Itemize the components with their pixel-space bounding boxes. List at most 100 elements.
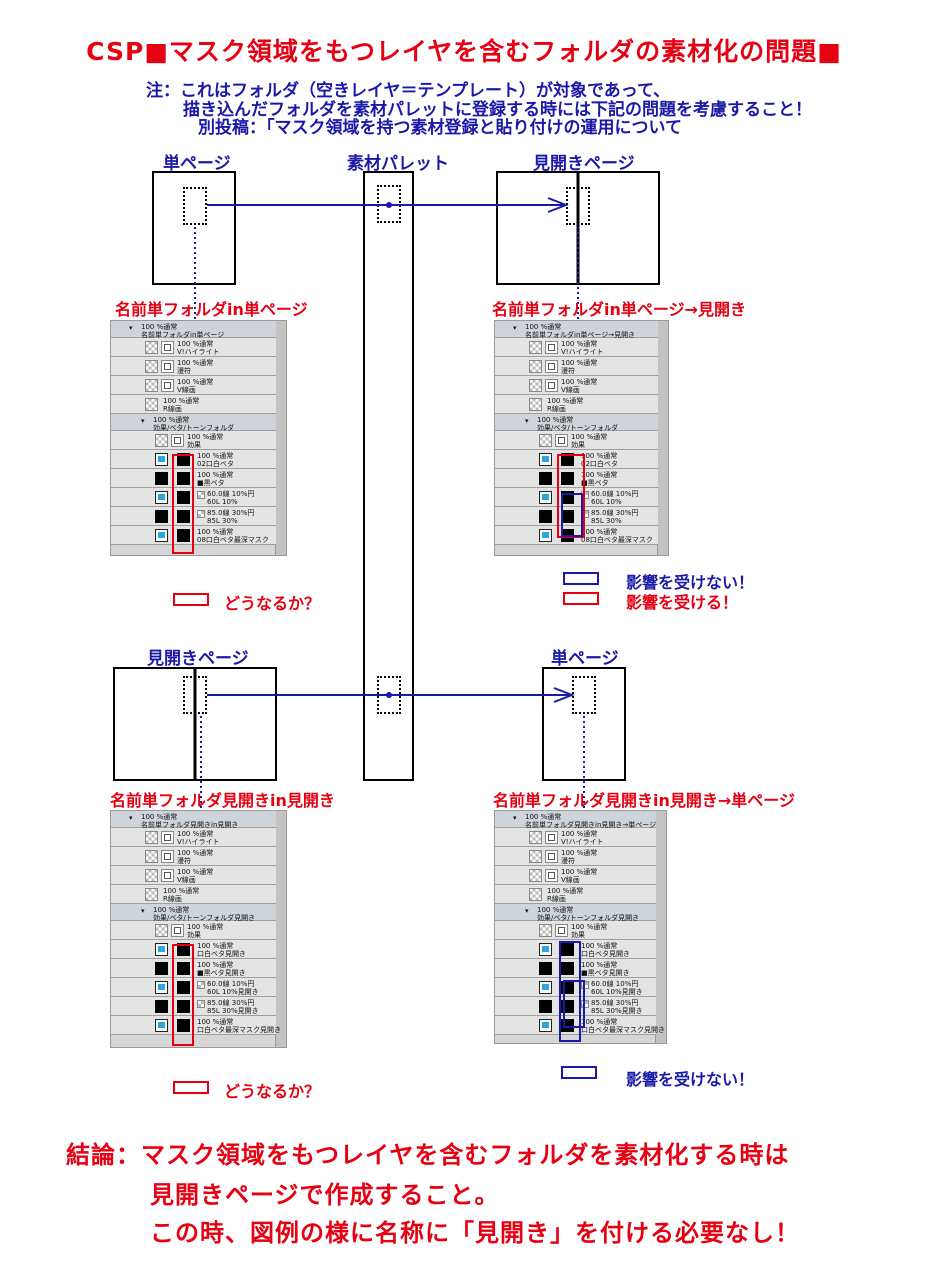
layer-label: 02口白ベタ	[197, 460, 234, 468]
layer-label: 名前単フォルダ見開きin見開き	[141, 821, 239, 829]
layer-type-icon	[545, 869, 558, 882]
layer-row[interactable]: 100 %通常■黒ベタ	[495, 469, 658, 488]
caption-br: 名前単フォルダ見開きin見開き→単ページ	[493, 791, 795, 810]
layer-folder-row[interactable]: ▾100 %通常名前単フォルダin単ページ	[111, 321, 276, 339]
layer-row[interactable]: 100 %通常効果	[111, 921, 276, 940]
label-material-palette: 素材パレット	[347, 154, 449, 174]
layer-type-icon	[161, 341, 174, 354]
panel-scrollbar[interactable]	[275, 811, 286, 1047]
panel-scrollbar[interactable]	[275, 321, 286, 555]
tone-icon	[197, 1000, 205, 1008]
layer-label: ■黒ベタ見開き	[197, 969, 246, 977]
layer-label: 100 %通常	[525, 813, 562, 821]
layer-label: V線画	[177, 386, 196, 394]
legend-unaffected-bottom: 影響を受けない！	[626, 1070, 755, 1089]
layer-thumbnail	[155, 472, 168, 485]
layer-label: 85.0線 30%円	[591, 509, 639, 517]
arrow-top-node	[386, 202, 392, 208]
layer-label: 100 %通常	[561, 359, 598, 367]
layer-folder-row[interactable]: ▾100 %通常名前単フォルダ見開きin見開き	[111, 811, 276, 829]
layer-subfolder-row[interactable]: ▾100 %通常効果/ベタ/トーンフォルダ	[111, 414, 276, 432]
mask-highlight-br-inner	[563, 980, 585, 1028]
tone-icon	[197, 510, 205, 518]
caption-bl: 名前単フォルダ見開きin見開き	[110, 791, 335, 810]
layer-label: 100 %通常	[525, 323, 562, 331]
layer-subfolder-row[interactable]: ▾100 %通常効果/ベタ/トーンフォルダ見開き	[495, 904, 656, 922]
layer-subfolder-row[interactable]: ▾100 %通常効果/ベタ/トーンフォルダ見開き	[111, 904, 276, 922]
layer-label: 漫符	[177, 367, 191, 375]
tone-icon	[581, 1000, 589, 1008]
layer-label: ■黒ベタ見開き	[581, 969, 630, 977]
layer-row[interactable]: 100 %通常漫符	[495, 847, 656, 866]
layer-label: 100 %通常	[187, 433, 224, 441]
layer-label: 100 %通常	[197, 528, 234, 536]
layer-row[interactable]: 100 %通常口白ベタ最深マスク見開き	[495, 1016, 665, 1035]
layer-label: 名前単フォルダin単ページ→見開き	[525, 331, 636, 339]
page-title: CSP■マスク領域をもつレイヤを含むフォルダの素材化の問題■	[86, 37, 842, 66]
folder-icon: ▾	[141, 907, 145, 915]
panel-scrollbar[interactable]	[657, 321, 668, 555]
layer-label: 効果/ベタ/トーンフォルダ見開き	[537, 914, 640, 922]
mask-thumbnail	[177, 453, 190, 466]
caption-tl: 名前単フォルダin単ページ	[115, 300, 308, 319]
layer-thumbnail	[155, 1019, 168, 1032]
layer-row[interactable]: 100 %通常漫符	[111, 847, 276, 866]
layer-row[interactable]: 100 %通常口白ベタ見開き	[495, 940, 656, 959]
layer-type-icon	[171, 924, 184, 937]
layer-label: 漫符	[561, 857, 575, 865]
layer-row[interactable]: 100 %通常漫符	[111, 357, 276, 376]
panel-scrollbar[interactable]	[655, 811, 666, 1043]
layer-label: 100 %通常	[561, 378, 598, 386]
layer-label: V線画	[561, 386, 580, 394]
conclusion-line-2: 見開きページで作成すること。	[150, 1181, 500, 1209]
layer-label: R線画	[547, 895, 566, 903]
layer-label: 100 %通常	[581, 1018, 618, 1026]
layer-subfolder-row[interactable]: ▾100 %通常効果/ベタ/トーンフォルダ	[495, 414, 658, 432]
layer-folder-row[interactable]: ▾100 %通常名前単フォルダin単ページ→見開き	[495, 321, 658, 339]
folder-icon: ▾	[129, 324, 133, 332]
layer-label: 100 %通常	[197, 961, 234, 969]
layer-label: 100 %通常	[547, 397, 584, 405]
layer-label: 効果/ベタ/トーンフォルダ見開き	[153, 914, 256, 922]
layer-label: 100 %通常	[141, 813, 178, 821]
layer-label: 60L 10%	[207, 498, 238, 506]
layer-label: 100 %通常	[177, 340, 214, 348]
layer-label: 100 %通常	[177, 359, 214, 367]
layer-label: 100 %通常	[547, 887, 584, 895]
layer-thumbnail	[155, 943, 168, 956]
layer-row[interactable]: 100 %通常効果	[495, 921, 656, 940]
layer-row[interactable]: 100 %通常効果	[495, 431, 658, 450]
layer-row[interactable]: 100 %通常■黒ベタ見開き	[495, 959, 656, 978]
mask-thumbnail	[177, 472, 190, 485]
layer-folder-row[interactable]: ▾100 %通常名前単フォルダ見開きin見開き→単ページ	[495, 811, 656, 829]
layer-thumbnail	[145, 850, 158, 863]
layer-label: 100 %通常	[187, 923, 224, 931]
layer-label: 口白ベタ見開き	[581, 950, 630, 958]
layer-type-icon	[545, 850, 558, 863]
mask-highlight-bl	[172, 944, 194, 1046]
layer-row[interactable]: 100 %通常漫符	[495, 357, 658, 376]
layer-thumbnail	[529, 850, 542, 863]
layer-row[interactable]: 100 %通常効果	[111, 431, 276, 450]
layer-label: 漫符	[561, 367, 575, 375]
layer-thumbnail	[155, 981, 168, 994]
mask-thumbnail	[177, 510, 190, 523]
arrow-top-head	[547, 197, 569, 213]
